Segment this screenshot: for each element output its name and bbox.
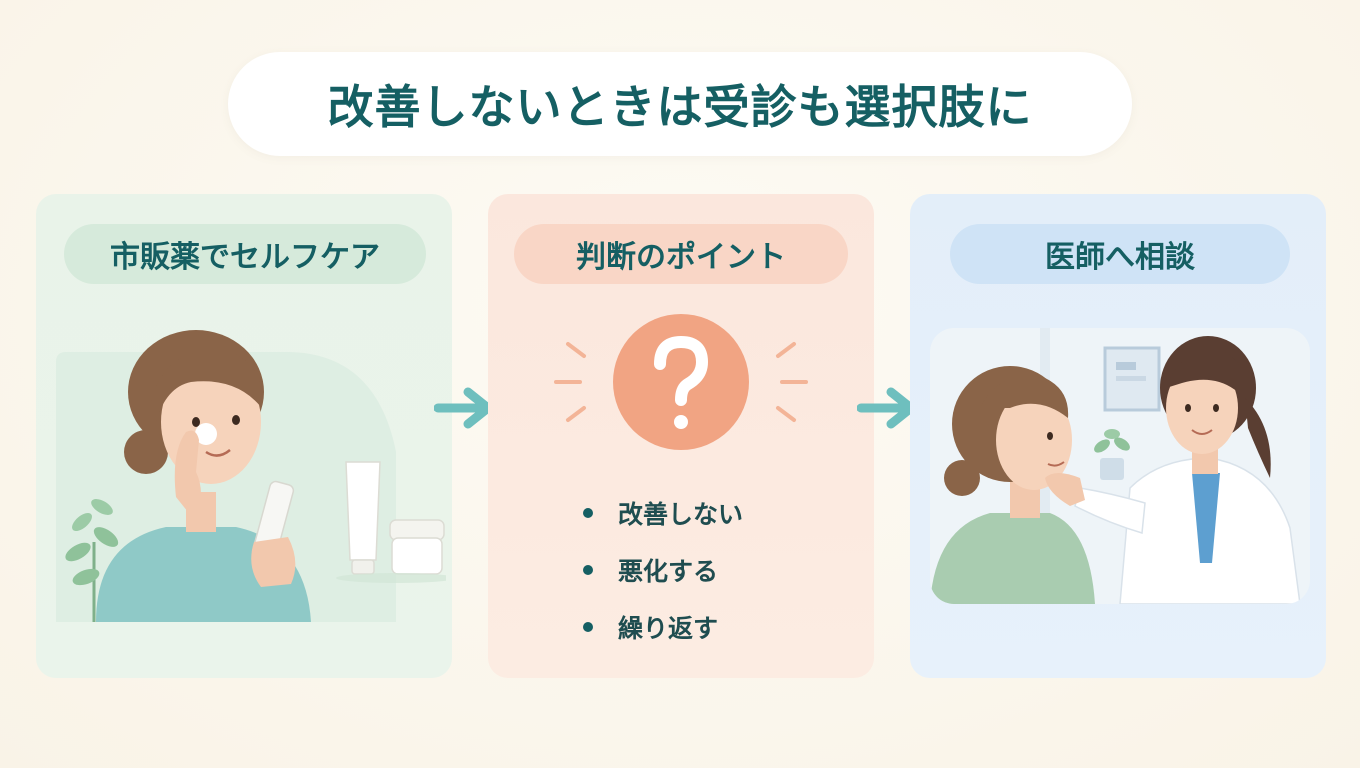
step-card-consult-doctor: 医師へ相談 — [910, 194, 1326, 678]
bullet-icon — [583, 621, 593, 632]
title-banner: 改善しないときは受診も選択肢に — [228, 52, 1132, 156]
right-arrow-icon — [434, 387, 493, 429]
step-card-self-care: 市販薬でセルフケア — [36, 194, 452, 678]
self-care-illustration — [56, 330, 446, 622]
step-card-judgment: 判断のポイント 改善しない 悪化する 繰り返す — [488, 194, 874, 678]
list-item: 改善しない — [583, 484, 743, 541]
plant-icon — [65, 499, 119, 622]
step-header-consult-doctor: 医師へ相談 — [950, 224, 1290, 284]
step-header-label: 医師へ相談 — [1045, 240, 1195, 275]
bullet-icon — [583, 507, 593, 518]
step-header-label: 判断のポイント — [576, 240, 786, 275]
judgment-checklist: 改善しない 悪化する 繰り返す — [583, 484, 743, 655]
plant-icon — [1094, 429, 1130, 480]
step-header-label: 市販薬でセルフケア — [110, 240, 380, 275]
step-header-judgment: 判断のポイント — [514, 224, 848, 284]
doctor-consultation-illustration — [930, 328, 1310, 604]
bullet-icon — [583, 564, 593, 575]
list-item: 悪化する — [583, 541, 743, 598]
question-illustration — [554, 314, 808, 450]
list-item: 繰り返す — [583, 598, 743, 655]
step-header-self-care: 市販薬でセルフケア — [64, 224, 426, 284]
page-title: 改善しないときは受診も選択肢に — [327, 80, 1033, 134]
